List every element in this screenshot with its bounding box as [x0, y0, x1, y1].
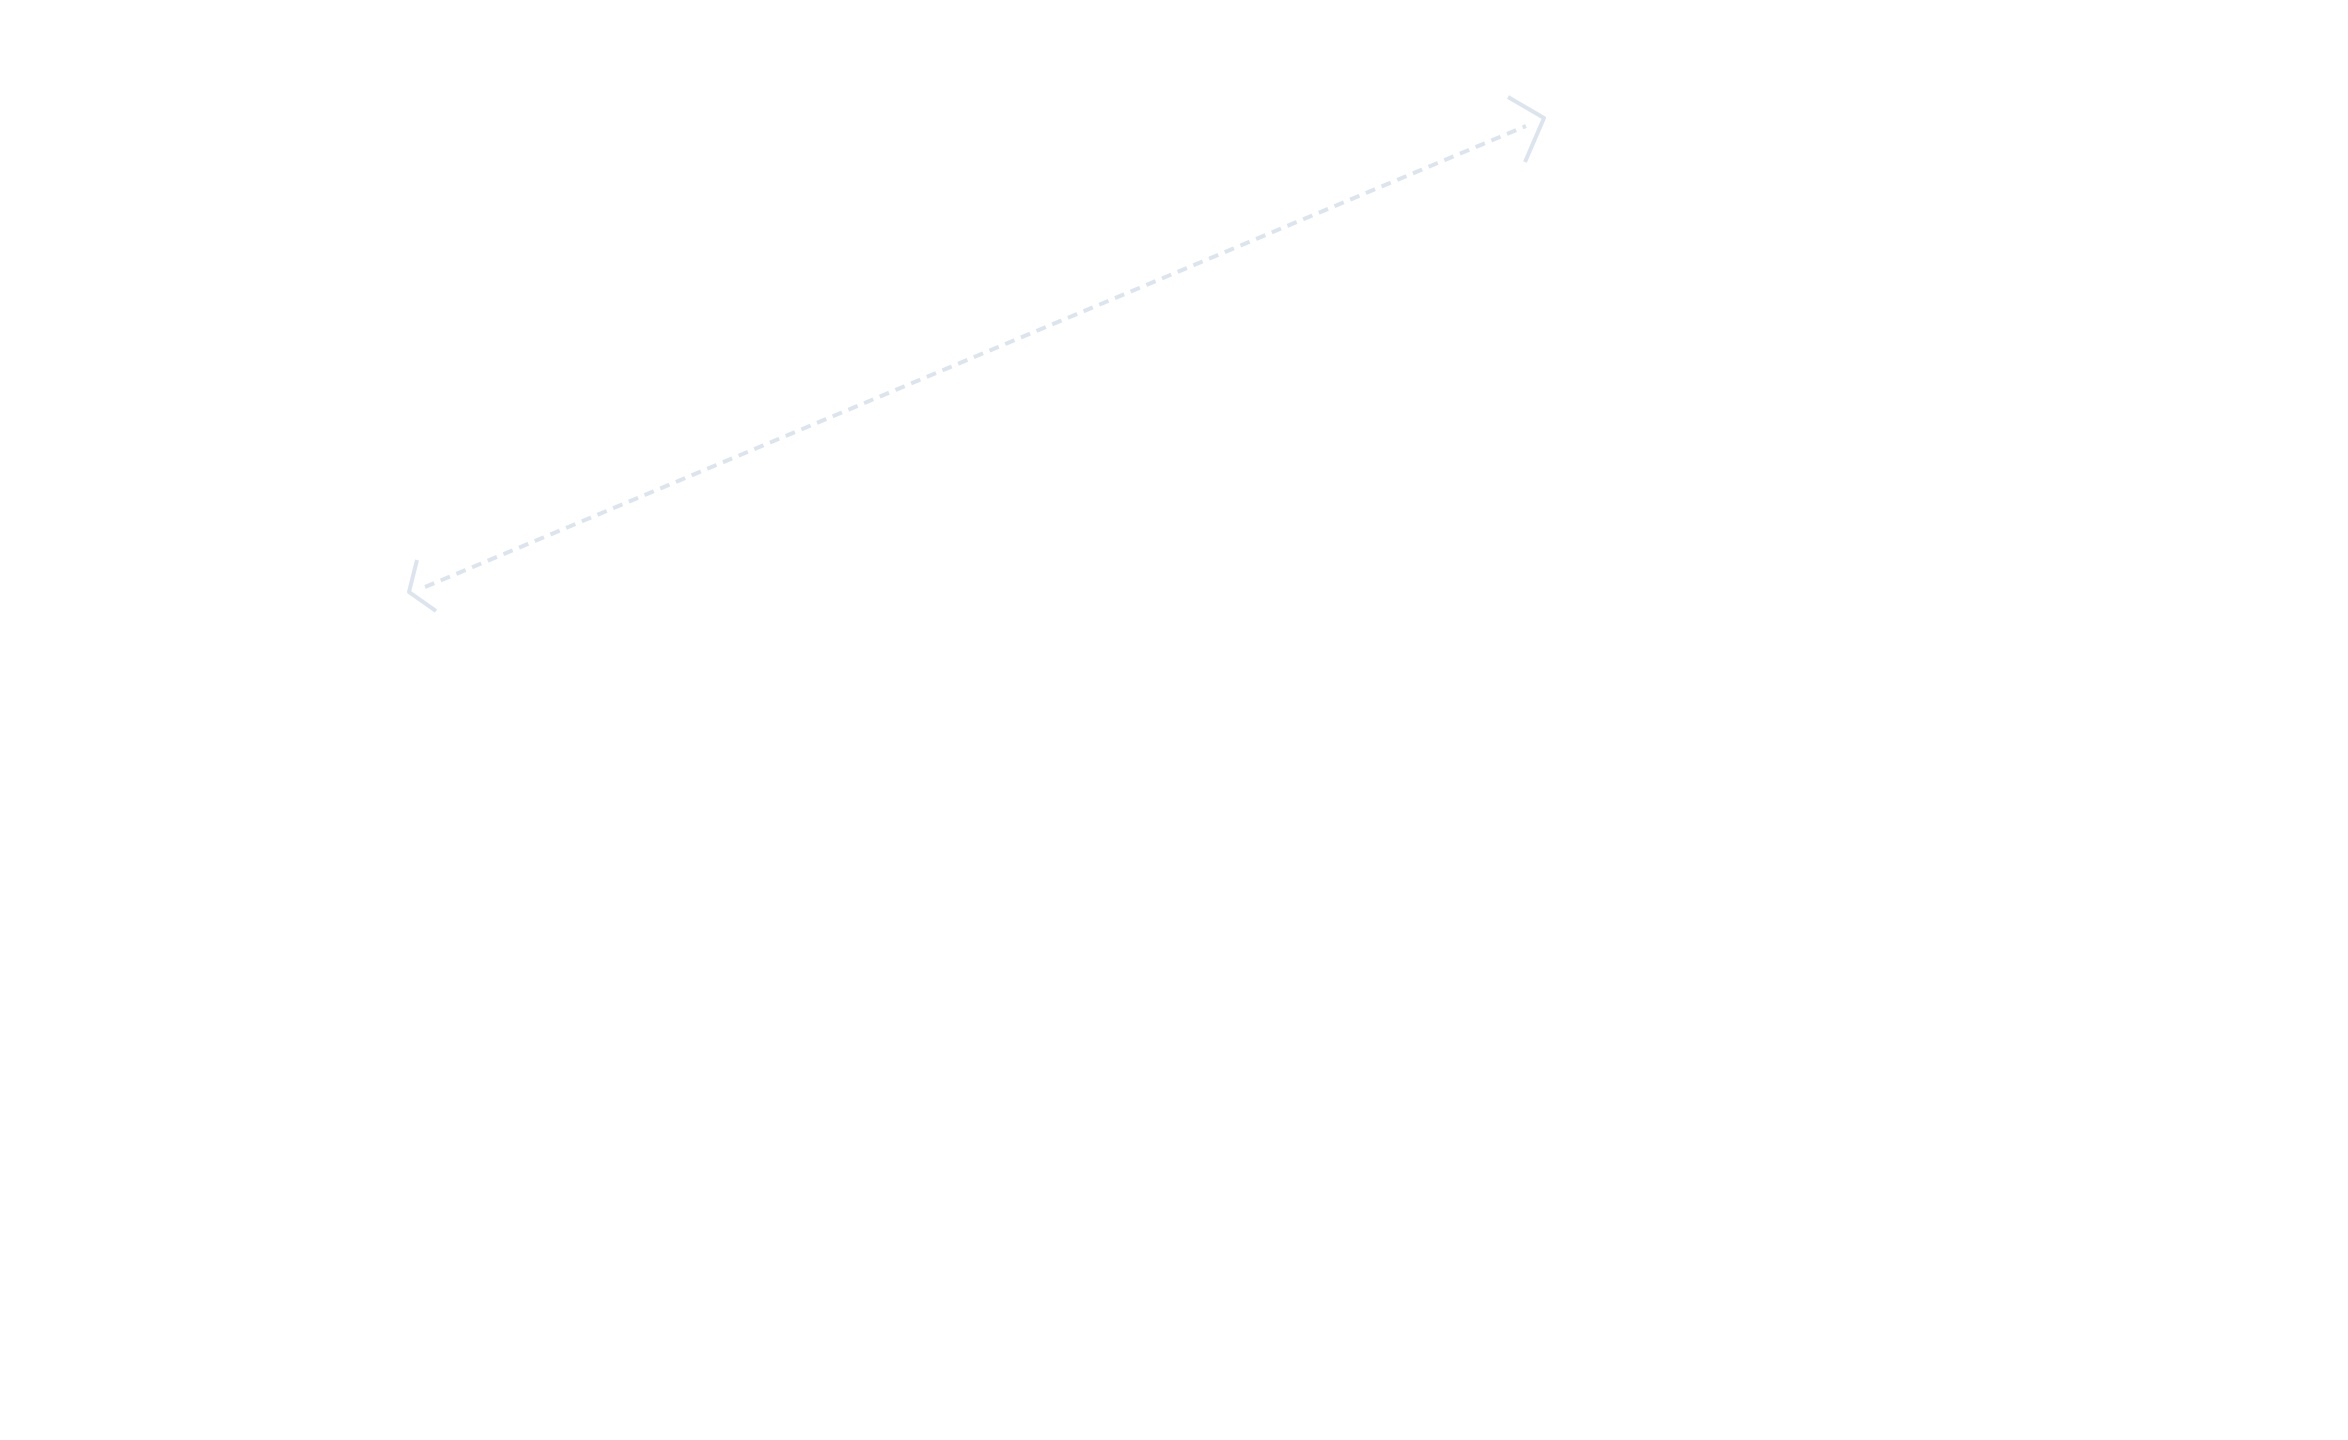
arrowhead-right-icon — [1506, 95, 1546, 163]
arrowhead-left-icon — [407, 559, 438, 613]
dashed-connector-line[interactable] — [424, 124, 1527, 589]
